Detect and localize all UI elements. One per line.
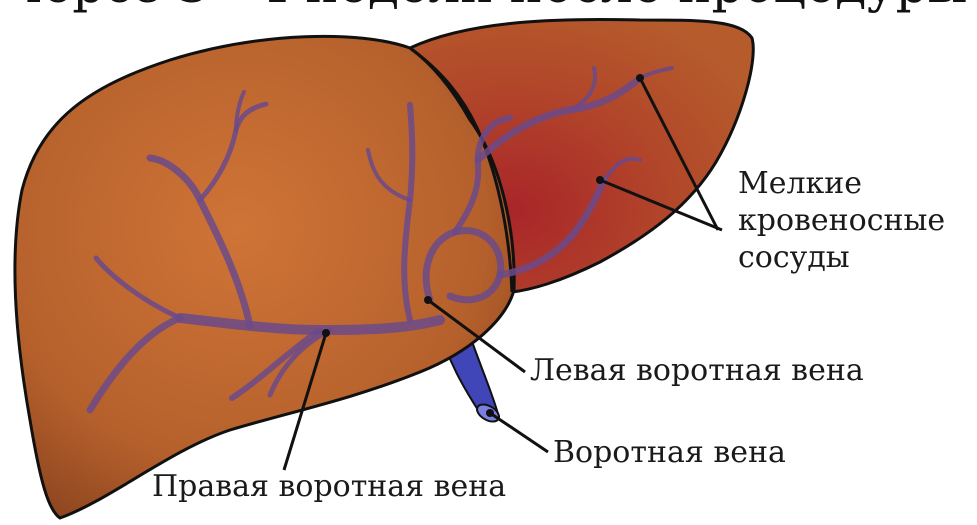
label-small-vessels-2: кровеносные: [738, 203, 945, 238]
label-small-vessels-1: Мелкие: [738, 166, 862, 201]
label-left-portal-vein: Левая воротная вена: [530, 353, 864, 388]
label-right-portal-vein: Правая воротная вена: [152, 469, 506, 504]
label-portal-vein: Воротная вена: [553, 435, 786, 470]
right-lobe: [15, 36, 514, 518]
label-small-vessels-3: сосуды: [738, 240, 850, 275]
